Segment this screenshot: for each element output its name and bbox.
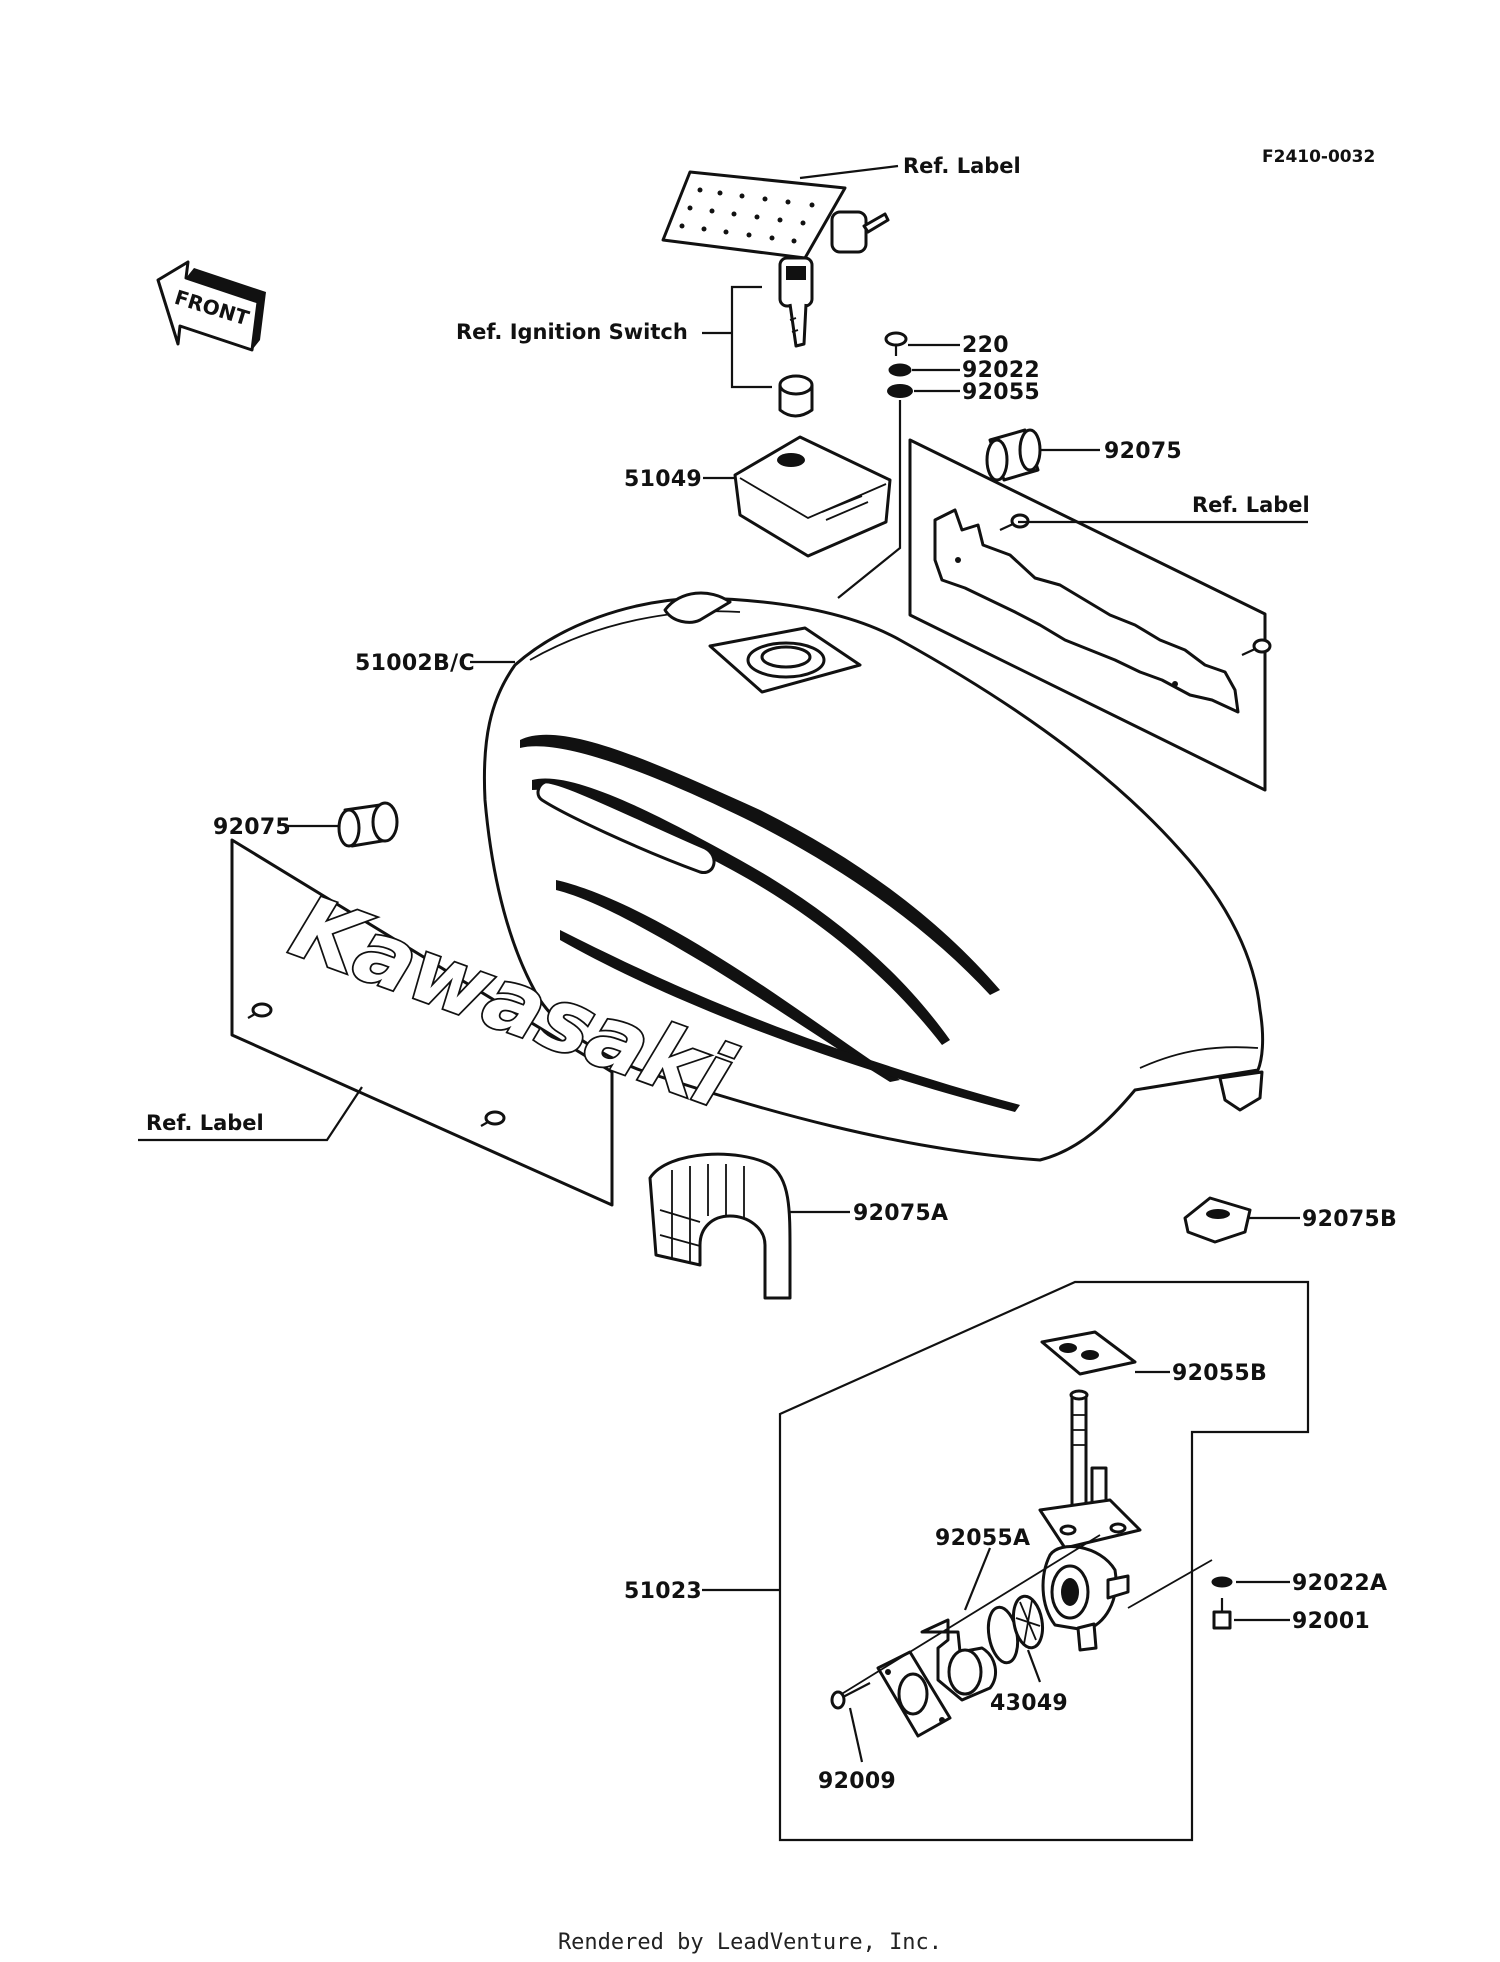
part-51023-label: 51023	[624, 1579, 702, 1604]
fuel-tank-51002bc-icon	[482, 591, 1265, 1162]
part-92075b-label: 92075B	[1302, 1207, 1397, 1232]
part-92055b-label: 92055B	[1172, 1361, 1267, 1386]
ref-label-right: Ref. Label	[1192, 493, 1310, 517]
damper-92075b-icon	[1183, 1196, 1252, 1244]
cover-92075a-icon	[648, 1152, 792, 1300]
part-92022a-label: 92022A	[1292, 1571, 1387, 1596]
part-92055a-label: 92055A	[935, 1526, 1030, 1551]
part-92075-right-label: 92075	[1104, 439, 1182, 464]
screw-92009-icon	[830, 1682, 871, 1710]
part-92001-label: 92001	[1292, 1609, 1370, 1634]
part-220-label: 220	[962, 333, 1009, 358]
fuel-cock-body-icon	[1038, 1389, 1142, 1652]
part-43049-label: 43049	[990, 1691, 1068, 1716]
screw-emblem-left-icon	[247, 1002, 273, 1019]
part-92075a-label: 92075A	[853, 1201, 948, 1226]
ref-label-top: Ref. Label	[903, 154, 1021, 178]
oring-92055-icon	[887, 384, 913, 398]
part-92075-left-label: 92075	[213, 815, 291, 840]
figure-code: F2410-0032	[1262, 147, 1375, 167]
washer-92022a-icon	[1211, 1576, 1233, 1588]
ref-ignition-switch-label: Ref. Ignition Switch	[456, 320, 688, 344]
filter-43049-icon	[1011, 1594, 1045, 1650]
ref-label-sticker-top	[661, 170, 847, 260]
footer-credit: Rendered by LeadVenture, Inc.	[557, 1930, 943, 1955]
washer-92022-icon	[888, 363, 912, 377]
part-51002bc-label: 51002B/C	[355, 651, 475, 676]
part-92022-label: 92022	[962, 358, 1040, 383]
ignition-key-icon	[778, 210, 890, 348]
part-51049-label: 51049	[624, 467, 702, 492]
screw-emblem-right-icon	[480, 1110, 506, 1127]
gasket-92055b-icon	[1040, 1330, 1137, 1376]
ignition-switch-cylinder-icon	[778, 374, 814, 418]
fuel-cap-51049-icon	[733, 435, 892, 558]
front-arrow-icon: FRONT	[156, 260, 266, 352]
screw-right-bottom-icon	[1241, 638, 1272, 656]
damper-92075-left-icon	[337, 801, 399, 848]
cover-plate-icon	[876, 1650, 952, 1738]
part-92009-label: 92009	[818, 1769, 896, 1794]
damper-92075-right-icon	[985, 428, 1042, 482]
part-92055-label: 92055	[962, 380, 1040, 405]
screw-220-icon	[884, 331, 908, 356]
fuel-cock-assembly-outline	[778, 1280, 1310, 1842]
ref-label-left: Ref. Label	[146, 1111, 264, 1135]
lever-icon	[920, 1618, 998, 1702]
ref-label-sticker-right	[908, 438, 1267, 792]
bolt-92001-icon	[1212, 1598, 1232, 1630]
